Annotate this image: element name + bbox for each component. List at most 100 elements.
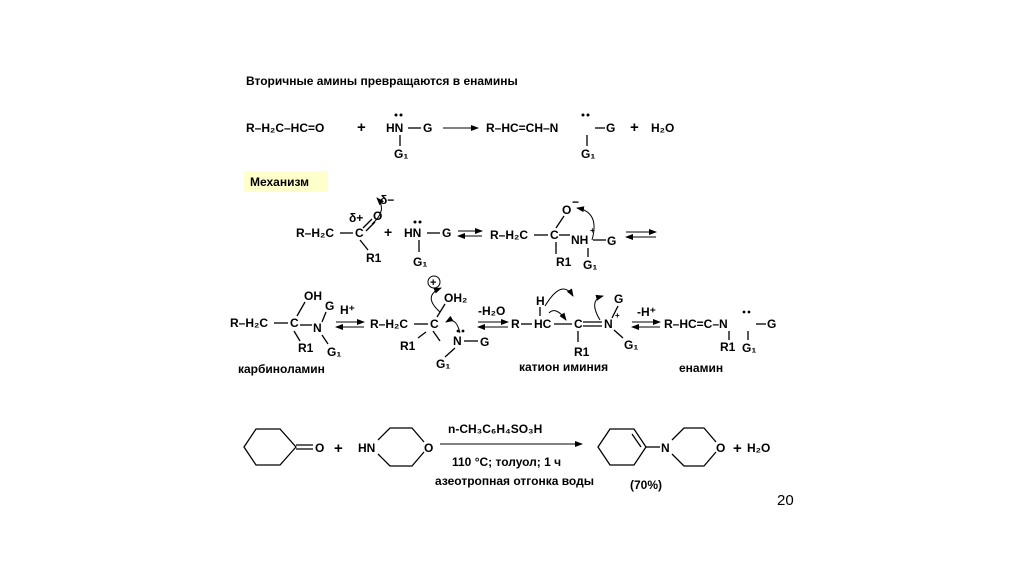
bond bbox=[611, 305, 619, 319]
label-enamine: енамин bbox=[679, 361, 723, 375]
amine-g: G bbox=[325, 299, 334, 313]
amine-g: G bbox=[442, 226, 451, 240]
bond bbox=[613, 329, 624, 339]
amine-g1: G₁ bbox=[394, 147, 408, 161]
curved-arrow bbox=[594, 294, 604, 321]
r1: R1 bbox=[298, 341, 314, 355]
curved-arrow bbox=[576, 206, 595, 241]
mechanism-step-1: R–H₂C C O δ− δ+ R1 + HN G G₁ R–H₂C C O −… bbox=[296, 193, 657, 272]
product-g: G bbox=[606, 121, 615, 135]
r1: R1 bbox=[400, 339, 416, 353]
product-g1: G₁ bbox=[581, 147, 595, 161]
lone-pair-dot bbox=[394, 113, 398, 117]
plus-charge: + bbox=[590, 226, 595, 235]
bond bbox=[432, 330, 441, 342]
amine-g: G bbox=[614, 292, 623, 306]
oh2-plus: OH₂ bbox=[444, 291, 467, 305]
oh: OH bbox=[304, 289, 322, 303]
lone-pair-dot bbox=[456, 329, 460, 333]
plus-charge: + bbox=[430, 277, 436, 289]
slide-title: Вторичные амины превращаются в енамины bbox=[246, 74, 518, 88]
bond bbox=[321, 334, 329, 345]
carbon: C bbox=[550, 228, 559, 242]
h-plus: H⁺ bbox=[340, 303, 355, 317]
conditions-line-2: азеотропная отгонка воды bbox=[435, 474, 594, 488]
nitrogen: N bbox=[604, 317, 613, 331]
bond bbox=[365, 221, 376, 232]
reactant-aldehyde: R–H₂C–HC=O bbox=[246, 121, 324, 135]
lone-pair-dot bbox=[581, 113, 585, 117]
curved-arrow bbox=[548, 310, 567, 321]
amine-g1: G₁ bbox=[436, 357, 450, 371]
amine-g: G bbox=[423, 121, 432, 135]
r-h2c: R–H₂C bbox=[230, 316, 268, 330]
cyclohexene-ring bbox=[597, 428, 647, 466]
lone-pair-dot bbox=[586, 113, 590, 117]
morpholine-ring bbox=[377, 451, 425, 467]
r-label: HC bbox=[534, 317, 552, 331]
plus-sign: + bbox=[630, 119, 639, 136]
r1: R1 bbox=[556, 255, 572, 269]
carbon: C bbox=[574, 317, 583, 331]
amine-g1: G₁ bbox=[413, 255, 427, 269]
bond bbox=[417, 331, 427, 339]
morpholine-oxygen: O bbox=[424, 441, 433, 455]
bond bbox=[444, 347, 456, 358]
bond bbox=[296, 301, 306, 317]
r1: R1 bbox=[366, 251, 382, 265]
reaction-1: R–H₂C–HC=O + HN G G₁ R–HC=CH–N G G₁ + H₂… bbox=[246, 113, 674, 161]
reaction-2: O + HN O n-CH₃C₆H₄SO₃H 110 °C; толуол; 1… bbox=[243, 422, 770, 492]
r-prefix: R bbox=[511, 317, 520, 331]
water: H₂O bbox=[747, 441, 770, 455]
hydrogen: H bbox=[536, 294, 545, 308]
delta-minus: δ− bbox=[380, 193, 394, 207]
minus-h-plus: -H⁺ bbox=[637, 305, 656, 319]
yield: (70%) bbox=[630, 478, 662, 492]
amine-g1: G₁ bbox=[742, 341, 756, 355]
plus-sign: + bbox=[733, 440, 742, 457]
plus-charge: + bbox=[615, 311, 620, 320]
r-h2c: R–H₂C bbox=[370, 317, 408, 331]
delta-plus: δ+ bbox=[349, 211, 363, 225]
r1: R1 bbox=[574, 345, 590, 359]
o-minus: O bbox=[562, 203, 571, 217]
amine-hn: HN bbox=[386, 121, 403, 135]
amine-g1: G₁ bbox=[327, 345, 341, 359]
plus-sign: + bbox=[334, 440, 343, 457]
curved-arrow bbox=[430, 287, 442, 313]
product-oxygen: O bbox=[716, 441, 725, 455]
carbon: C bbox=[290, 316, 299, 330]
r1: R1 bbox=[720, 340, 736, 354]
morpholine-hn: HN bbox=[358, 441, 375, 455]
minus-water: -H₂O bbox=[478, 304, 505, 318]
plus-sign: + bbox=[384, 224, 392, 240]
curved-arrow bbox=[445, 315, 461, 334]
morpholine-ring bbox=[671, 451, 717, 467]
ketone-oxygen: O bbox=[315, 441, 324, 455]
nitrogen: N bbox=[453, 334, 462, 348]
amine-g1: G₁ bbox=[583, 258, 597, 272]
amine-g: G bbox=[767, 317, 776, 331]
nitrogen: N bbox=[313, 321, 322, 335]
minus-charge: − bbox=[572, 195, 579, 209]
product-enamine: R–HC=CH–N bbox=[486, 121, 558, 135]
bond bbox=[555, 215, 565, 229]
mechanism-highlight bbox=[244, 171, 328, 192]
label-iminium: катион иминия bbox=[519, 360, 608, 374]
conditions-line-1: 110 °C; толуол; 1 ч bbox=[452, 455, 561, 469]
nh-plus: NH bbox=[571, 233, 588, 247]
bond bbox=[359, 239, 369, 251]
label-carbinolamine: карбиноламин bbox=[238, 362, 325, 376]
curved-arrow bbox=[544, 288, 574, 307]
cyclohexanone-ring bbox=[243, 428, 297, 466]
r-h2c: R–H₂C bbox=[490, 228, 528, 242]
morpholine-ring bbox=[671, 427, 717, 443]
ring-double-bond bbox=[631, 433, 642, 448]
bond bbox=[436, 303, 446, 318]
carbon: C bbox=[430, 317, 439, 331]
amine-g: G bbox=[607, 234, 616, 248]
bond bbox=[362, 218, 373, 229]
lone-pair-dot bbox=[742, 310, 746, 314]
product-nitrogen: N bbox=[661, 441, 670, 455]
